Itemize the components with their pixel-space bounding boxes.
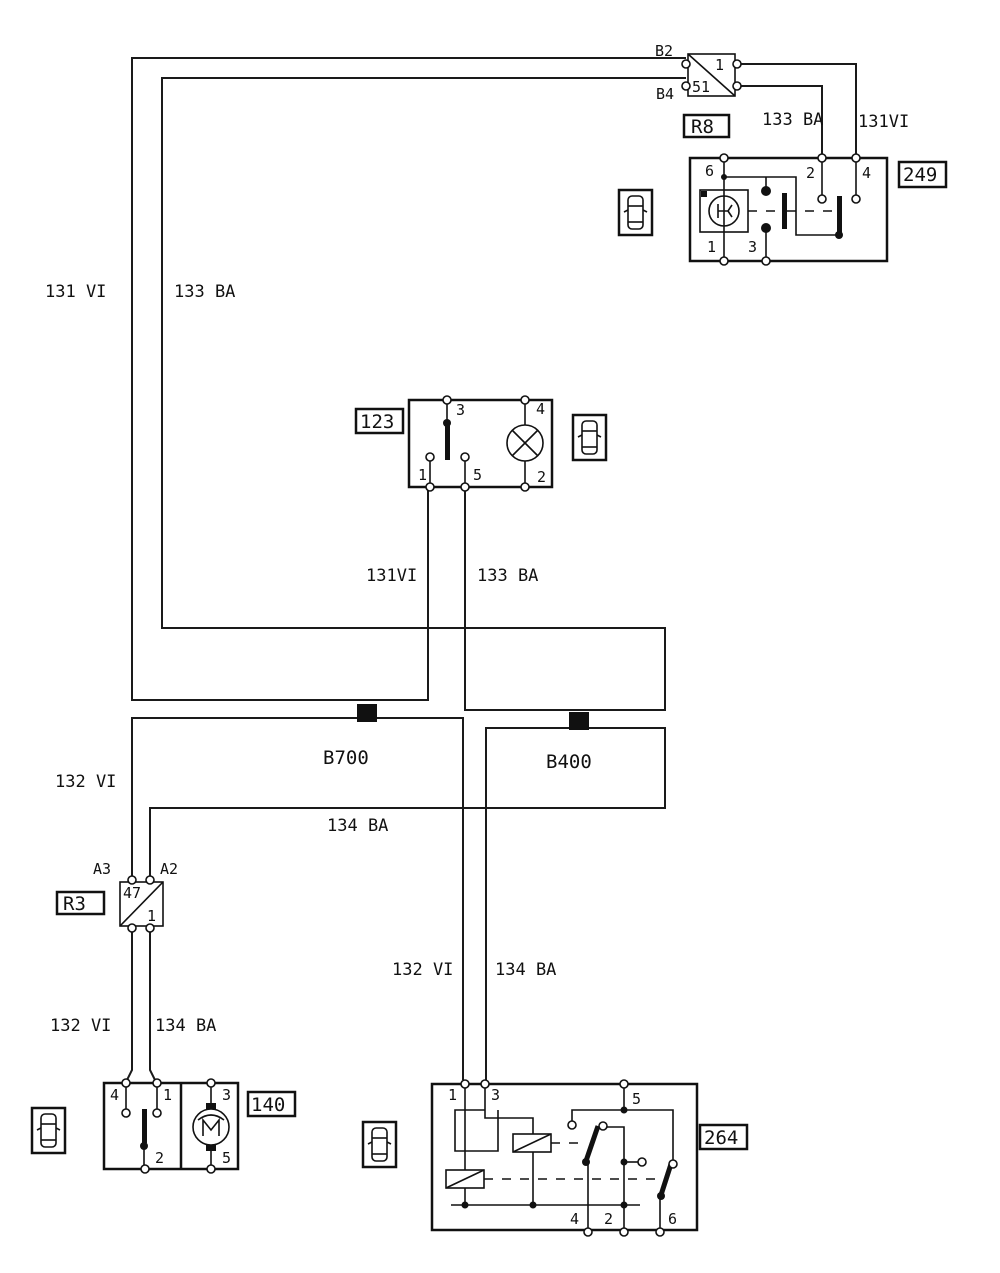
r8-bottom-number: 51 bbox=[692, 78, 710, 96]
wire-label-132-vi-right: 132 VI bbox=[392, 960, 453, 980]
c123-pin-2: 2 bbox=[537, 468, 546, 486]
wire-label-133-ba-left: 133 BA bbox=[174, 282, 235, 302]
wire-132-vi bbox=[131, 717, 464, 1080]
wire-label-134-ba-mid: 134 BA bbox=[327, 816, 388, 836]
r8-top-number: 1 bbox=[715, 56, 724, 74]
c264-pin-1: 1 bbox=[448, 1086, 457, 1104]
wire-134-ba-to-140 bbox=[149, 928, 157, 1083]
c249-pin-6: 6 bbox=[705, 162, 714, 180]
c249-ref: 249 bbox=[903, 164, 937, 186]
c140-pin-4: 4 bbox=[110, 1086, 119, 1104]
wire-134-ba bbox=[149, 727, 666, 1080]
harness-b400: B400 bbox=[546, 751, 592, 773]
vehicle-icon bbox=[571, 413, 608, 462]
vehicle-icon bbox=[30, 1106, 67, 1155]
c123-pin-5: 5 bbox=[473, 466, 482, 484]
wire-label-132-vi-left: 132 VI bbox=[55, 772, 116, 792]
wire-label-132-vi-low: 132 VI bbox=[50, 1016, 111, 1036]
wire-133-ba bbox=[161, 77, 686, 711]
wire-label-133-ba-mid: 133 BA bbox=[477, 566, 538, 586]
component-249: 6 2 4 1 3 249 bbox=[617, 153, 948, 266]
harness-b700: B700 bbox=[323, 747, 369, 769]
c264-ref-box bbox=[698, 1123, 749, 1151]
r8-ref-box bbox=[682, 113, 731, 139]
wire-131-vi-to-249 bbox=[737, 63, 857, 155]
wire-label-133-ba-top: 133 BA bbox=[762, 110, 823, 130]
c264-pin-5: 5 bbox=[632, 1090, 641, 1108]
r3-top-number: 47 bbox=[123, 884, 141, 902]
c264-pin-4: 4 bbox=[570, 1210, 579, 1228]
wire-label-131-vi-top: 131VI bbox=[858, 112, 909, 132]
c123-ref: 123 bbox=[360, 411, 394, 433]
c123-ref-box bbox=[354, 407, 405, 435]
wire-label-134-ba-low: 134 BA bbox=[155, 1016, 216, 1036]
vehicle-icon bbox=[361, 1120, 398, 1169]
wire-133-ba-to-249 bbox=[737, 85, 823, 155]
component-264: 1 3 5 4 2 6 bbox=[361, 1079, 749, 1237]
c140-pin-2: 2 bbox=[155, 1149, 164, 1167]
wire-label-134-ba-right: 134 BA bbox=[495, 960, 556, 980]
c249-pin-4: 4 bbox=[862, 164, 871, 182]
component-140: 4 1 2 3 5 140 bbox=[30, 1078, 297, 1174]
wires bbox=[125, 57, 857, 1083]
r3-bottom-number: 1 bbox=[147, 907, 156, 925]
r8-pin-b2: B2 bbox=[655, 42, 673, 60]
c264-pin-6: 6 bbox=[668, 1210, 677, 1228]
c140-pin-5: 5 bbox=[222, 1149, 231, 1167]
c249-pin-1: 1 bbox=[707, 238, 716, 256]
c264-pin-2: 2 bbox=[604, 1210, 613, 1228]
wire-131-vi bbox=[131, 57, 686, 701]
component-123: 3 4 1 5 2 123 bbox=[354, 395, 608, 492]
c264-pin-3: 3 bbox=[491, 1086, 500, 1104]
c140-pin-1: 1 bbox=[163, 1086, 172, 1104]
wire-label-131-vi-left: 131 VI bbox=[45, 282, 106, 302]
c249-pin-2: 2 bbox=[806, 164, 815, 182]
c249-ref-box bbox=[897, 160, 948, 189]
r3-ref: R3 bbox=[63, 893, 86, 915]
r3-ref-box bbox=[55, 890, 106, 916]
c123-pin-4: 4 bbox=[536, 400, 545, 418]
c140-ref: 140 bbox=[251, 1094, 285, 1116]
c123-pin-3: 3 bbox=[456, 401, 465, 419]
r3-pin-a3: A3 bbox=[93, 860, 111, 878]
c123-pin-1: 1 bbox=[418, 466, 427, 484]
wire-132-vi-to-140 bbox=[125, 928, 133, 1083]
b700-splice-block bbox=[357, 704, 377, 722]
c264-ref: 264 bbox=[704, 1127, 738, 1149]
connector-r3: 47 1 A3 A2 R3 bbox=[55, 860, 178, 933]
c249-pin-3: 3 bbox=[748, 238, 757, 256]
vehicle-icon bbox=[617, 188, 654, 237]
connector-r8: 1 51 B2 B4 R8 bbox=[655, 42, 742, 139]
r8-ref: R8 bbox=[691, 116, 714, 138]
c140-ref-box bbox=[246, 1090, 297, 1118]
wire-label-131-vi-mid: 131VI bbox=[366, 566, 417, 586]
r8-pin-b4: B4 bbox=[656, 85, 674, 103]
c140-pin-3: 3 bbox=[222, 1086, 231, 1104]
r3-pin-a2: A2 bbox=[160, 860, 178, 878]
b400-splice-block bbox=[569, 712, 589, 730]
